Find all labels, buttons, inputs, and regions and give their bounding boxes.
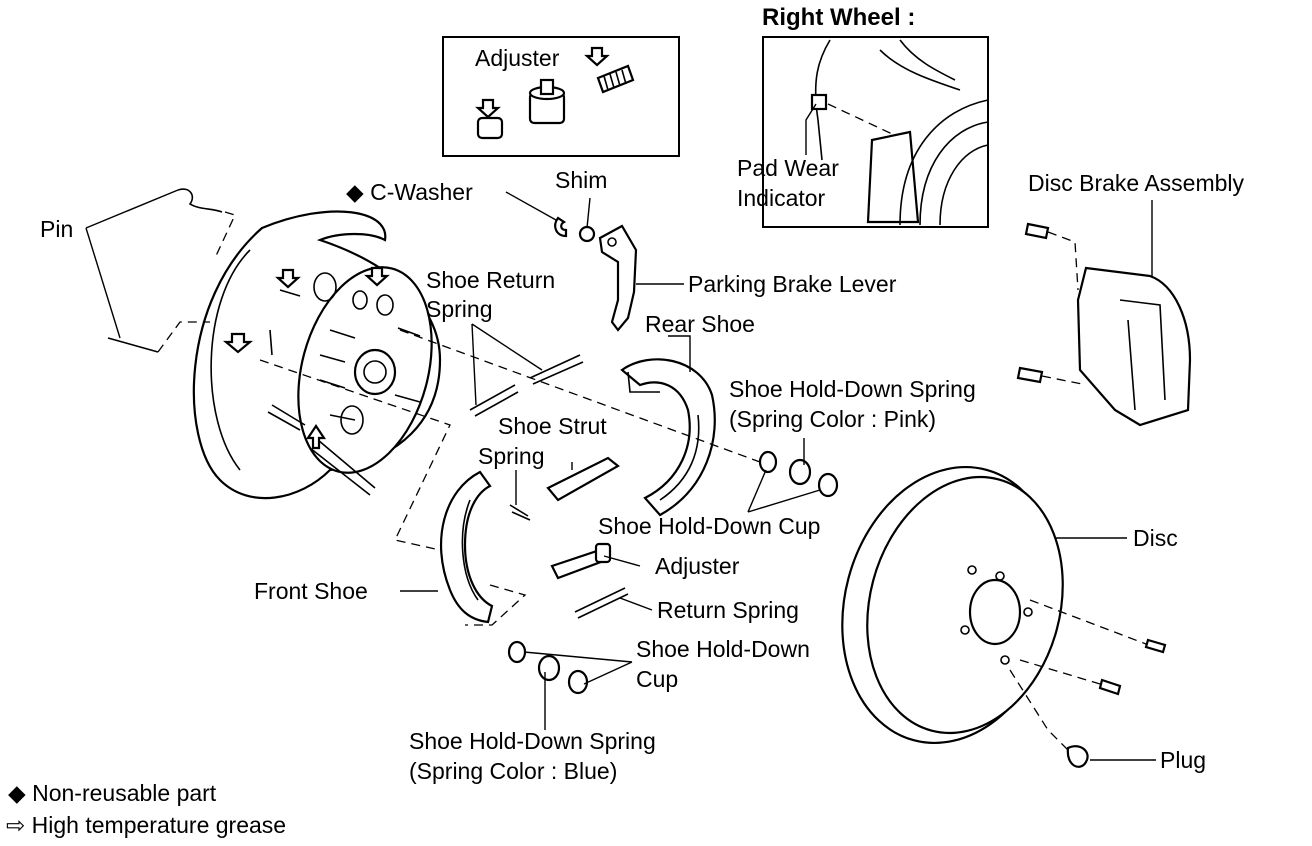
shoe-return-spring-label-line2: Spring [426,296,493,322]
grease-arrow-icon [305,424,327,450]
c-washer-text: C-Washer [370,179,473,205]
pad-wear-indicator-label-line2: Indicator [737,185,826,211]
rear-shoe-part [620,358,716,517]
parking-brake-lever-label: Parking Brake Lever [688,271,897,297]
grease-arrow-icon [364,266,390,287]
lever-group [554,216,638,332]
spring-label: Spring [478,443,545,469]
shoe-hold-down-spring-pink-label-line1: Shoe Hold-Down Spring [729,376,976,402]
adjuster-inset-parts [475,46,635,140]
right-wheel-title: Right Wheel : [762,4,916,31]
shoe-hold-down-cup-upper-label: Shoe Hold-Down Cup [598,513,821,539]
rear-shoe-label: Rear Shoe [645,311,755,337]
filled-diamond-icon: ◆ [346,179,364,205]
front-shoe-part [439,470,494,624]
pad-wear-indicator-label-line1: Pad Wear [737,155,839,181]
legend-grease: ⇨ High temperature grease [6,814,286,837]
shoe-hold-down-cup-lower-label-line2: Cup [636,666,679,692]
disc-brake-assembly-label: Disc Brake Assembly [1028,170,1245,196]
adjuster-mid-label: Adjuster [655,553,740,579]
grease-arrow-icon [275,268,301,289]
filled-diamond-icon: ◆ [8,780,26,806]
adjuster-inset-label: Adjuster [475,45,560,71]
legend-non-reusable: ◆ Non-reusable part [8,782,216,805]
leader-lines [85,103,1156,761]
shim-label: Shim [555,167,608,193]
c-washer-label: ◆ C-Washer [346,181,473,204]
legend-non-reusable-text: Non-reusable part [32,780,217,806]
grease-arrow-icon [222,332,254,354]
hold-down-pink-parts [758,450,839,498]
plug-label: Plug [1160,747,1207,773]
pin-label: Pin [40,216,74,242]
grease-arrow-icon [475,98,501,119]
pin-part [107,188,236,353]
grease-arrow-icon [584,46,610,67]
adjuster-inset-box [442,36,680,157]
hold-down-blue-parts [507,640,589,695]
disc-brake-assembly-part [1016,222,1192,427]
shoe-hold-down-spring-blue-label-line1: Shoe Hold-Down Spring [409,728,656,754]
disc-rotor-part [841,465,1167,768]
shoe-strut-label: Shoe Strut [498,413,607,439]
shoe-hold-down-spring-pink-label-line2: (Spring Color : Pink) [729,406,937,432]
right-wheel-inset-box [762,36,989,228]
disc-label: Disc [1133,525,1178,551]
right-wheel-inset-parts [810,39,989,226]
assembly-dashed-lines [259,329,761,626]
shoe-return-spring-label-line1: Shoe Return [426,267,556,293]
shoe-return-springs [469,354,584,417]
hollow-arrow-icon: ⇨ [6,812,26,838]
front-shoe-label: Front Shoe [254,578,368,604]
shoe-hold-down-cup-lower-label-line1: Shoe Hold-Down [636,636,810,662]
backing-plate-assembly [192,210,442,500]
legend-grease-text: High temperature grease [31,812,287,838]
shoe-hold-down-spring-blue-label-line2: (Spring Color : Blue) [409,758,618,784]
strut-group [509,456,620,521]
adjuster-mid-part [550,542,629,619]
return-spring-label: Return Spring [657,597,799,623]
